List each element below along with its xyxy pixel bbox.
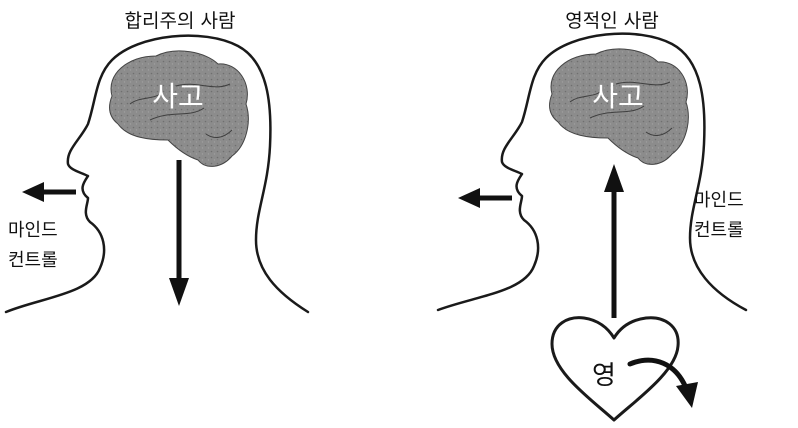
right-side-label-line1: 마인드 xyxy=(694,190,744,211)
right-panel-title: 영적인 사람 xyxy=(565,10,658,32)
right-brain-label: 사고 xyxy=(592,80,644,113)
left-panel-title: 합리주의 사람 xyxy=(125,10,236,32)
left-brain-label: 사고 xyxy=(152,80,204,113)
left-mind-arrow-head xyxy=(22,182,44,202)
right-side-label-line2: 컨트롤 xyxy=(694,220,744,241)
left-down-arrow-head xyxy=(169,278,189,306)
right-panel: 영적인 사람 사고 마인드 컨트롤 영 xyxy=(438,10,746,420)
heart-label: 영 xyxy=(592,361,616,391)
right-up-arrow-head xyxy=(604,164,624,192)
left-side-label-line2: 컨트롤 xyxy=(8,250,58,271)
left-side-label-line1: 마인드 xyxy=(8,220,58,241)
right-mind-arrow-head xyxy=(458,188,480,208)
left-panel: 합리주의 사람 사고 마인드 컨트롤 xyxy=(6,10,308,312)
heart-curved-arrow-head xyxy=(676,382,698,408)
